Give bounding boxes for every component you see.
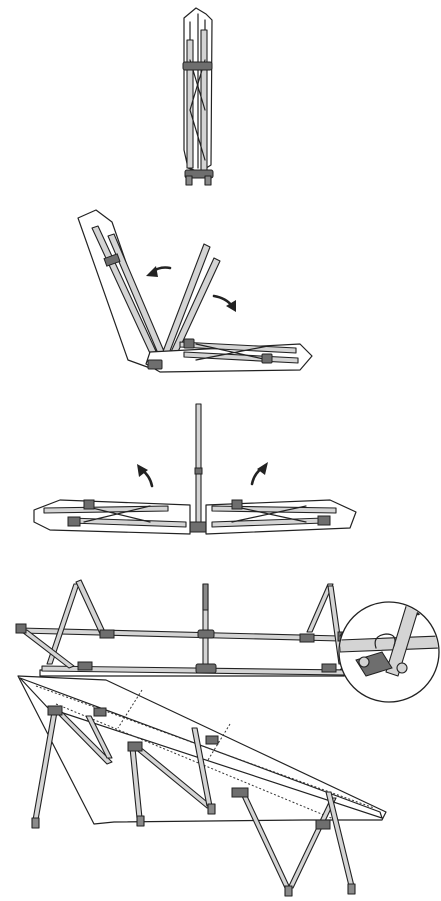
curved-arrow-icon [146, 266, 172, 277]
step-3-center-leg-raised [33, 403, 357, 535]
step-1-folded-cot [182, 7, 214, 186]
step-4-frame-extended [15, 579, 440, 703]
curved-arrow-icon [137, 464, 154, 488]
step-5-assembled-cot [17, 675, 387, 897]
curved-arrow-icon [250, 462, 268, 486]
step-2-unfolding-cot [77, 209, 313, 373]
magnifier-detail-icon [338, 601, 440, 703]
curved-arrow-icon [212, 294, 236, 312]
